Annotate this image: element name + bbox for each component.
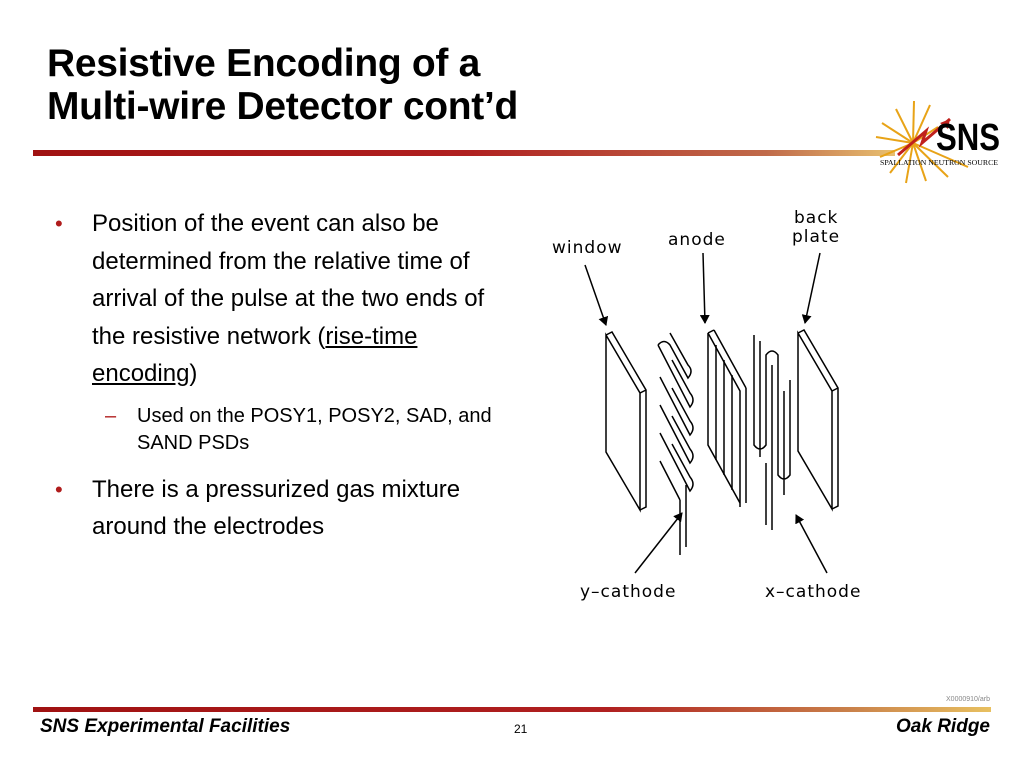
bullet-icon: • — [55, 476, 63, 502]
back-plate — [797, 329, 839, 512]
page-number: 21 — [514, 722, 528, 736]
bullet-1-text: Position of the event can also be determ… — [92, 210, 485, 350]
x-cathode-arrow — [795, 514, 828, 574]
slide-title-line-2: Multi-wire Detector cont’d — [47, 85, 519, 128]
bullet-item-2: • There is a pressurized gas mixture aro… — [55, 471, 495, 546]
bullet-2-text: There is a pressurized gas mixture aroun… — [92, 475, 461, 541]
anode-arrow — [699, 252, 710, 324]
sub-bullet-text: Used on the POSY1, POSY2, SAD, and SAND … — [137, 404, 492, 454]
dash-icon: – — [105, 404, 117, 427]
x-cathode-label: x–cathode — [765, 582, 861, 602]
rise-time-encoding-link: rise-time encoding — [92, 322, 418, 388]
footer-divider — [33, 707, 991, 712]
x-cathode-wire — [753, 335, 791, 530]
footer-right-text: Oak Ridge — [896, 716, 990, 737]
bullet-item-1: • Position of the event can also be dete… — [55, 205, 495, 393]
sns-logo: SNS SPALLATION NEUTRON SOURCE — [875, 100, 1000, 184]
anode-wires — [707, 329, 747, 507]
logo-subtitle: SPALLATION NEUTRON SOURCE — [880, 158, 998, 167]
slide-title: Resistive Encoding of a Multi-wire Detec… — [47, 42, 518, 128]
title-divider — [33, 150, 895, 156]
y-cathode-wire — [657, 332, 694, 555]
footer-left-text: SNS Experimental Facilities — [40, 716, 291, 737]
back-plate-arrow — [801, 252, 821, 324]
logo-text: SNS — [936, 117, 1000, 159]
bullet-icon: • — [55, 211, 63, 236]
y-cathode-label: y–cathode — [580, 582, 676, 602]
window-label: window — [552, 238, 623, 258]
window-plate — [605, 331, 647, 513]
detector-diagram: window anode back plate y–cathode x–cath… — [552, 208, 861, 602]
bullet-list: • Position of the event can also be dete… — [55, 205, 495, 546]
bullet-1-end: ) — [189, 360, 198, 387]
sub-bullet-item: – Used on the POSY1, POSY2, SAD, and SAN… — [55, 403, 495, 457]
window-arrow — [584, 264, 609, 326]
document-code: X0000910/arb — [946, 696, 990, 703]
y-cathode-arrow — [634, 512, 683, 574]
slide-title-line-1: Resistive Encoding of a — [47, 42, 481, 85]
back-plate-label-line-1: back — [794, 208, 838, 228]
back-plate-label-line-2: plate — [792, 227, 840, 247]
anode-label: anode — [668, 230, 726, 250]
arrow-icon — [897, 117, 951, 157]
